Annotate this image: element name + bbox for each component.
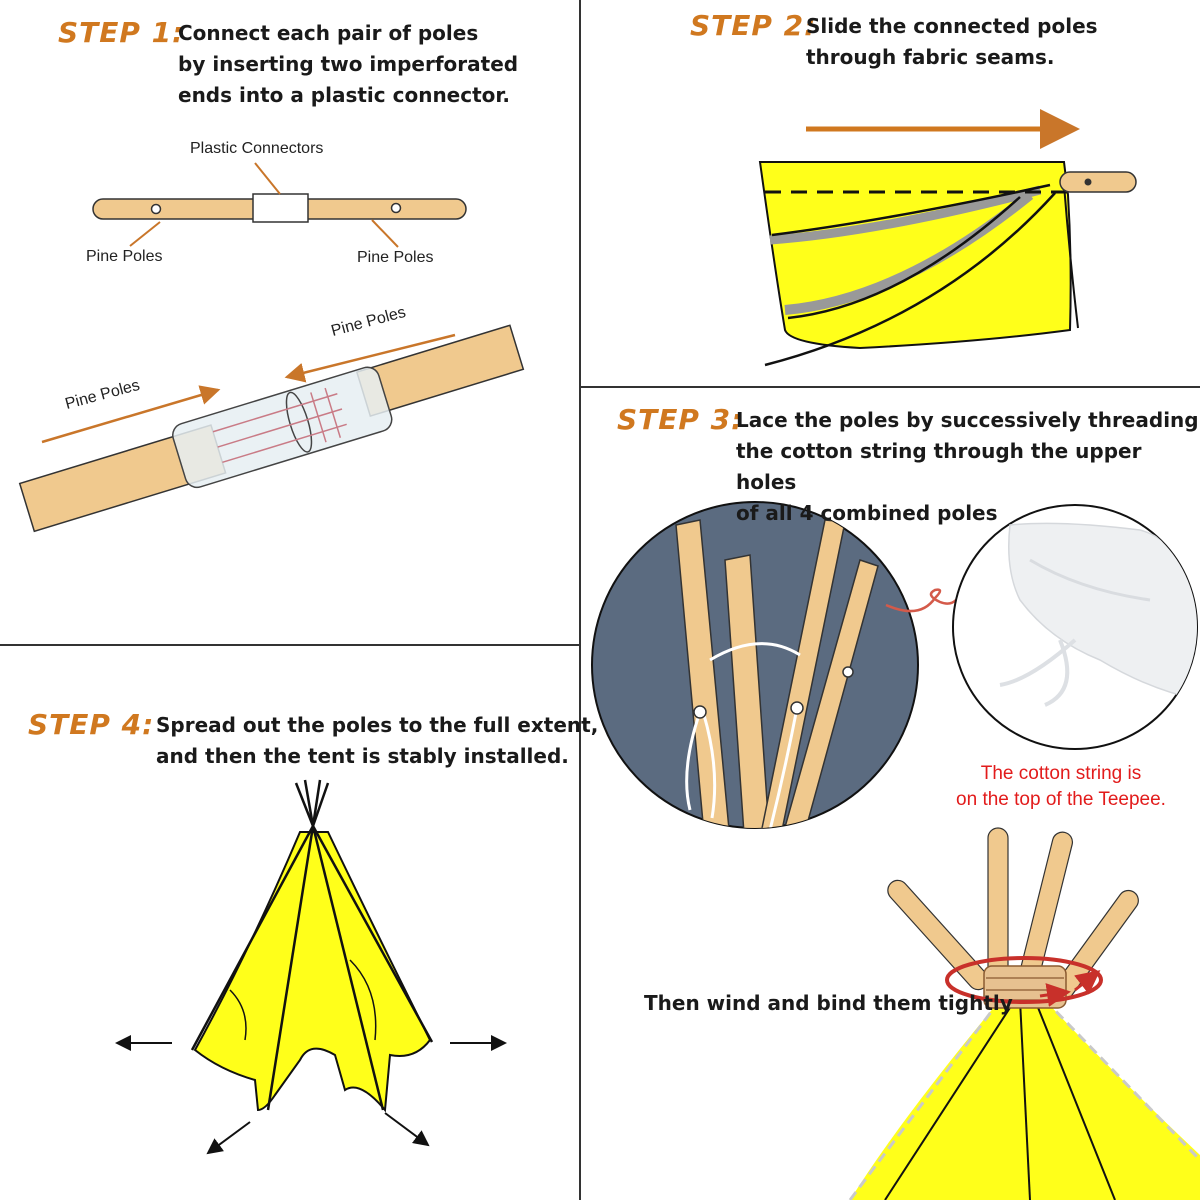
arrow-left-insert <box>284 333 456 383</box>
angled-poles-diagram <box>18 324 525 533</box>
bind-caption: Then wind and bind them tightly <box>644 991 1013 1015</box>
step4-label: STEP 4: <box>28 708 155 741</box>
teepee-top-photo <box>952 504 1198 750</box>
pole-in-seam <box>1059 171 1137 193</box>
divider-right <box>580 386 1200 388</box>
arrow-spread-down-left <box>206 1121 251 1155</box>
vertical-divider <box>579 0 581 1200</box>
pole-hole-left <box>150 203 162 215</box>
plastic-connector <box>252 193 309 223</box>
pole-hole-right <box>390 202 402 214</box>
cotton-string-note: The cotton string is on the top of the T… <box>956 763 1166 810</box>
pine-pole-right <box>295 198 467 220</box>
label-pine-poles-left: Pine Poles <box>86 248 163 265</box>
step1-label: STEP 1: <box>58 16 185 49</box>
label-pine-poles-right: Pine Poles <box>357 249 434 266</box>
step2-text: Slide the connected poles through fabric… <box>806 14 1098 69</box>
fabric-seam-diagram <box>758 109 1137 367</box>
pointer-pole-right <box>371 219 399 248</box>
step3-text: Lace the poles by successively threading… <box>736 408 1199 525</box>
string-squiggle <box>885 588 957 613</box>
pine-pole-left <box>92 198 266 220</box>
arrow-right-insert <box>41 385 221 444</box>
lacing-closeup <box>591 501 957 829</box>
flat-poles-diagram <box>92 162 467 248</box>
step2-label: STEP 2: <box>690 9 817 42</box>
bound-teepee-diagram <box>848 827 1200 1200</box>
pointer-connector <box>254 162 281 195</box>
divider-left <box>0 644 580 646</box>
label-plastic-connectors: Plastic Connectors <box>190 140 324 157</box>
pointer-pole-left <box>129 221 161 247</box>
step3-label: STEP 3: <box>617 403 744 436</box>
arrow-spread-down-right <box>384 1112 430 1147</box>
spread-teepee-diagram <box>115 779 507 1155</box>
step4-text: Spread out the poles to the full extent,… <box>156 713 599 768</box>
step1-text: Connect each pair of poles by inserting … <box>178 21 519 107</box>
